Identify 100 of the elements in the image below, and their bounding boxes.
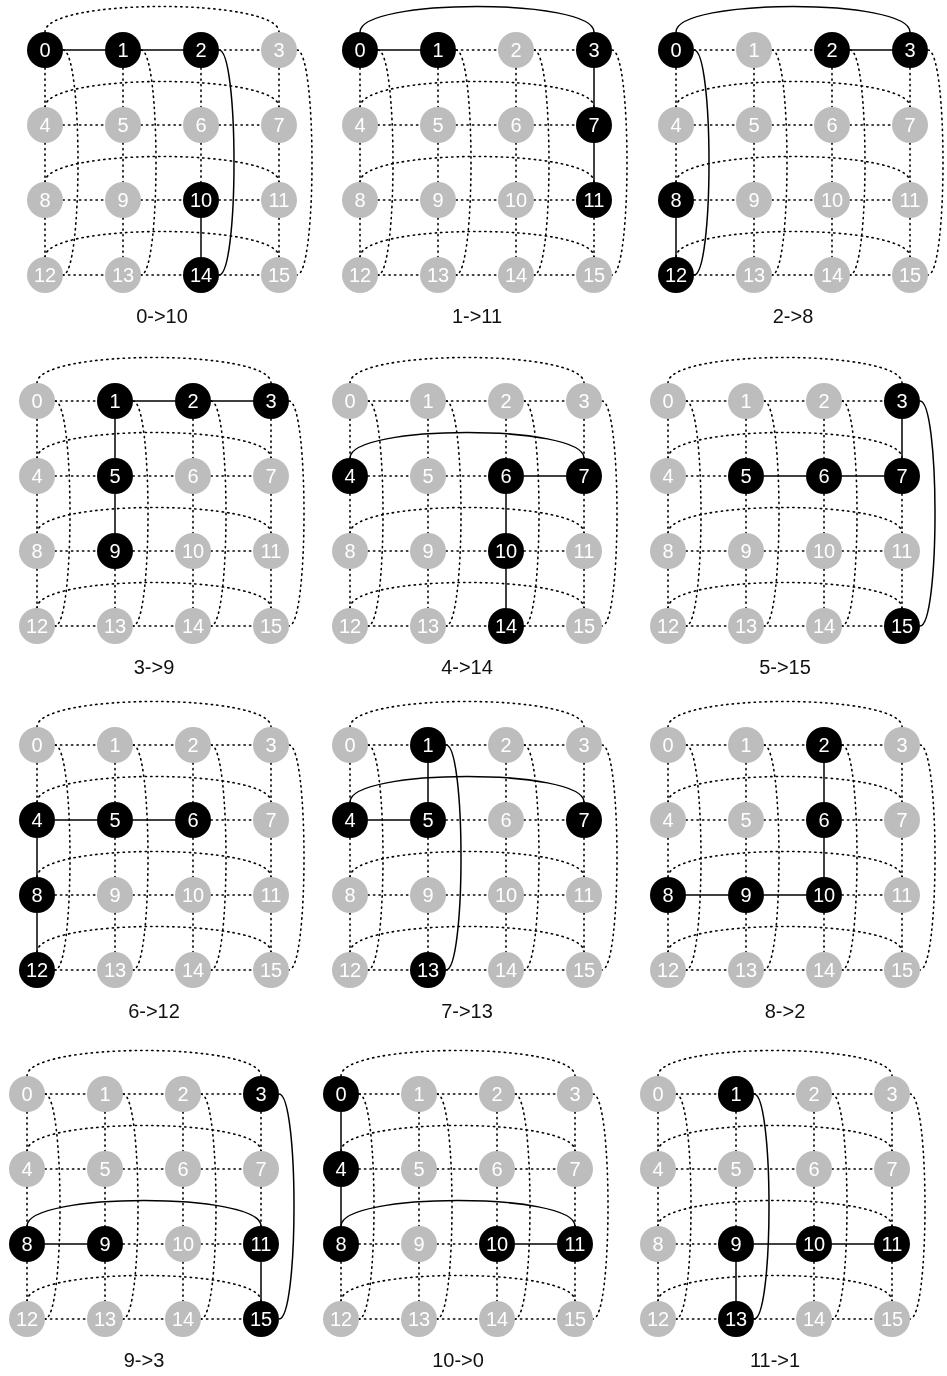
dotted-link: [667, 581, 903, 609]
node-circle: 7: [243, 1151, 279, 1187]
dotted-link: [36, 700, 272, 728]
dotted-link: [831, 1093, 848, 1320]
dotted-link: [753, 67, 755, 108]
dotted-link: [849, 199, 893, 201]
path-link: [62, 49, 106, 51]
node-circle: 4: [19, 458, 55, 494]
dotted-link: [909, 1093, 926, 1320]
node-circle: 7: [566, 802, 602, 838]
dotted-link: [192, 493, 194, 534]
dotted-link: [54, 969, 98, 971]
dotted-link: [667, 775, 903, 803]
dotted-link: [436, 1168, 480, 1170]
node-circle: 10: [165, 1226, 201, 1262]
dotted-link: [114, 762, 116, 803]
dotted-link: [533, 124, 577, 126]
dotted-link: [927, 49, 944, 276]
node-circle: 13: [105, 257, 141, 293]
dotted-link: [132, 744, 176, 746]
path-link: [140, 49, 184, 51]
node-circle: 12: [323, 1301, 359, 1337]
dotted-link: [359, 155, 595, 183]
dotted-link: [771, 274, 815, 276]
route-caption: 5->15: [759, 655, 811, 679]
path-link: [340, 1111, 342, 1152]
route-caption: 11->1: [749, 1348, 801, 1372]
dotted-link: [122, 217, 124, 258]
dotted-link: [763, 400, 807, 402]
dotted-link: [44, 1318, 88, 1320]
path-link: [349, 775, 585, 803]
node-circle: 11: [566, 533, 602, 569]
dotted-link: [841, 969, 885, 971]
node-circle: 12: [640, 1301, 676, 1337]
dotted-link: [192, 912, 194, 953]
dotted-link: [367, 625, 411, 627]
dotted-link: [831, 1318, 875, 1320]
node-circle: 10: [498, 182, 534, 218]
dotted-link: [841, 400, 858, 627]
dotted-link: [436, 1243, 480, 1245]
dotted-link: [841, 819, 885, 821]
node-circle: 7: [884, 458, 920, 494]
node-circle: 7: [557, 1151, 593, 1187]
dotted-link: [771, 49, 788, 276]
node-circle: 9: [97, 533, 133, 569]
dotted-link: [505, 837, 507, 878]
dotted-link: [745, 762, 747, 803]
dotted-link: [218, 124, 262, 126]
dotted-link: [377, 274, 421, 276]
node-circle: 13: [420, 257, 456, 293]
dotted-link: [515, 142, 517, 183]
node-circle: 8: [332, 533, 368, 569]
node-circle: 8: [19, 533, 55, 569]
dotted-link: [182, 1111, 184, 1152]
node-circle: 7: [566, 458, 602, 494]
dotted-link: [675, 1243, 719, 1245]
node-circle: 15: [884, 608, 920, 644]
dotted-link: [523, 400, 540, 627]
dotted-link: [288, 400, 305, 627]
dotted-link: [210, 625, 254, 627]
node-circle: 14: [806, 952, 842, 988]
node-circle: 12: [9, 1301, 45, 1337]
dotted-link: [763, 744, 807, 746]
route-caption: 8->2: [764, 999, 806, 1023]
dotted-link: [367, 475, 411, 477]
route-caption: 1->11: [451, 304, 503, 328]
node-circle: 5: [87, 1151, 123, 1187]
node-circle: 11: [261, 182, 297, 218]
node-circle: 1: [97, 727, 133, 763]
dotted-link: [122, 1168, 166, 1170]
dotted-link: [601, 400, 618, 627]
node-circle: 2: [488, 727, 524, 763]
dotted-link: [523, 894, 567, 896]
dotted-link: [427, 568, 429, 609]
node-circle: 11: [253, 533, 289, 569]
node-circle: 4: [640, 1151, 676, 1187]
node-circle: 7: [576, 107, 612, 143]
node-circle: 10: [479, 1226, 515, 1262]
dotted-link: [36, 925, 272, 953]
node-circle: 14: [479, 1301, 515, 1337]
node-circle: 3: [884, 727, 920, 763]
dotted-link: [200, 1093, 217, 1320]
dotted-link: [823, 568, 825, 609]
path-link: [505, 493, 507, 534]
node-circle: 8: [9, 1226, 45, 1262]
node-circle: 8: [650, 533, 686, 569]
dotted-link: [218, 49, 262, 51]
node-circle: 13: [728, 952, 764, 988]
dotted-link: [533, 199, 577, 201]
node-circle: 14: [498, 257, 534, 293]
dotted-link: [26, 1124, 262, 1152]
dotted-link: [753, 217, 755, 258]
node-circle: 3: [884, 383, 920, 419]
node-circle: 15: [884, 952, 920, 988]
path-link: [841, 475, 885, 477]
node-circle: 8: [658, 182, 694, 218]
node-circle: 3: [566, 727, 602, 763]
node-circle: 3: [261, 32, 297, 68]
dotted-link: [62, 274, 106, 276]
node-circle: 1: [87, 1076, 123, 1112]
